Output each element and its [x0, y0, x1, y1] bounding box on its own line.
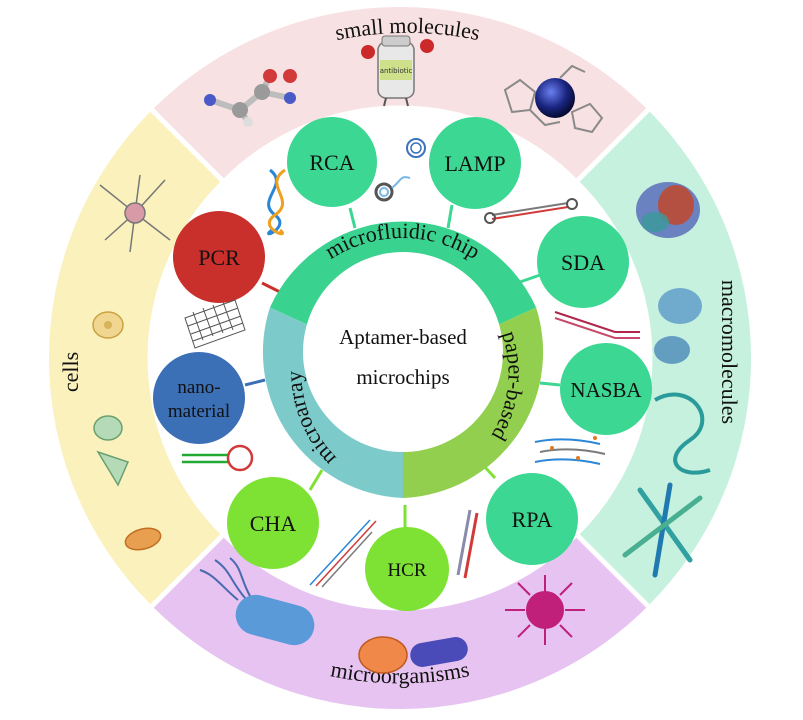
- label-macromolecules: macromolecules: [717, 280, 742, 424]
- node-sda: SDA: [537, 216, 629, 308]
- metal-complex-icon: [503, 64, 604, 134]
- molecule-ball-stick-icon: [204, 69, 297, 127]
- antibiotic-bottle-icon: antibiotic: [361, 35, 434, 107]
- virus-icon: [505, 575, 585, 645]
- hcr-strands-icon: [309, 519, 377, 588]
- node-nanomaterial: nano- material: [153, 352, 245, 444]
- sector-cells: [48, 110, 222, 606]
- node-rpa: RPA: [486, 473, 578, 565]
- cell-spindle-icon: [93, 415, 130, 487]
- sda-strands-icon: [554, 311, 640, 339]
- svg-text:NASBA: NASBA: [570, 378, 642, 402]
- microbe-orange-icon: [358, 636, 408, 674]
- node-hcr: HCR: [365, 527, 449, 611]
- node-lamp: LAMP: [429, 117, 521, 209]
- center-title-line1: Aptamer-based: [339, 325, 467, 349]
- svg-text:RCA: RCA: [309, 150, 354, 175]
- neuron-cell-icon: [99, 174, 171, 253]
- cell-oval-icon: [124, 527, 162, 551]
- bacterium-icon: [199, 557, 315, 646]
- fiber-bundle-icon: [622, 482, 703, 578]
- svg-text:HCR: HCR: [387, 560, 426, 581]
- rpa-strands-icon: [456, 509, 479, 579]
- lamp-dumbbell-icon: [484, 198, 578, 224]
- svg-text:LAMP: LAMP: [444, 151, 505, 176]
- node-cha: CHA: [227, 477, 319, 569]
- segment-microfluidic-chip: [269, 221, 537, 327]
- node-rca: RCA: [287, 117, 377, 207]
- protein-small-icon: [654, 288, 702, 364]
- nasba-strands-icon: [534, 436, 606, 465]
- graphene-sheet-icon: [184, 299, 246, 349]
- sector-microorganisms: [152, 536, 648, 710]
- svg-text:RPA: RPA: [512, 507, 553, 532]
- segment-microarray: [262, 307, 403, 498]
- svg-text:nano-: nano-: [177, 377, 220, 398]
- svg-text:PCR: PCR: [198, 245, 240, 270]
- dna-helix-icon: [267, 168, 286, 236]
- node-pcr: PCR: [173, 211, 265, 303]
- protein-helix-icon: [654, 392, 711, 475]
- node-nasba: NASBA: [560, 343, 652, 435]
- svg-text:CHA: CHA: [250, 511, 297, 536]
- bottle-label: antibiotic: [380, 67, 413, 75]
- outer-ring: [48, 6, 752, 710]
- cell-round-icon: [92, 311, 124, 339]
- inner-ring: [262, 221, 544, 498]
- svg-text:SDA: SDA: [561, 250, 605, 275]
- rca-circle-icon: [374, 138, 426, 202]
- hairpin-icon: [182, 444, 254, 472]
- center-hub: [303, 252, 503, 452]
- protein-structure-icon: [636, 182, 700, 238]
- svg-text:material: material: [168, 401, 230, 422]
- microbe-purple-icon: [410, 637, 468, 667]
- segment-paper-based: [403, 307, 544, 498]
- label-cells: cells: [58, 352, 83, 392]
- center-title-line2: microchips: [356, 365, 449, 389]
